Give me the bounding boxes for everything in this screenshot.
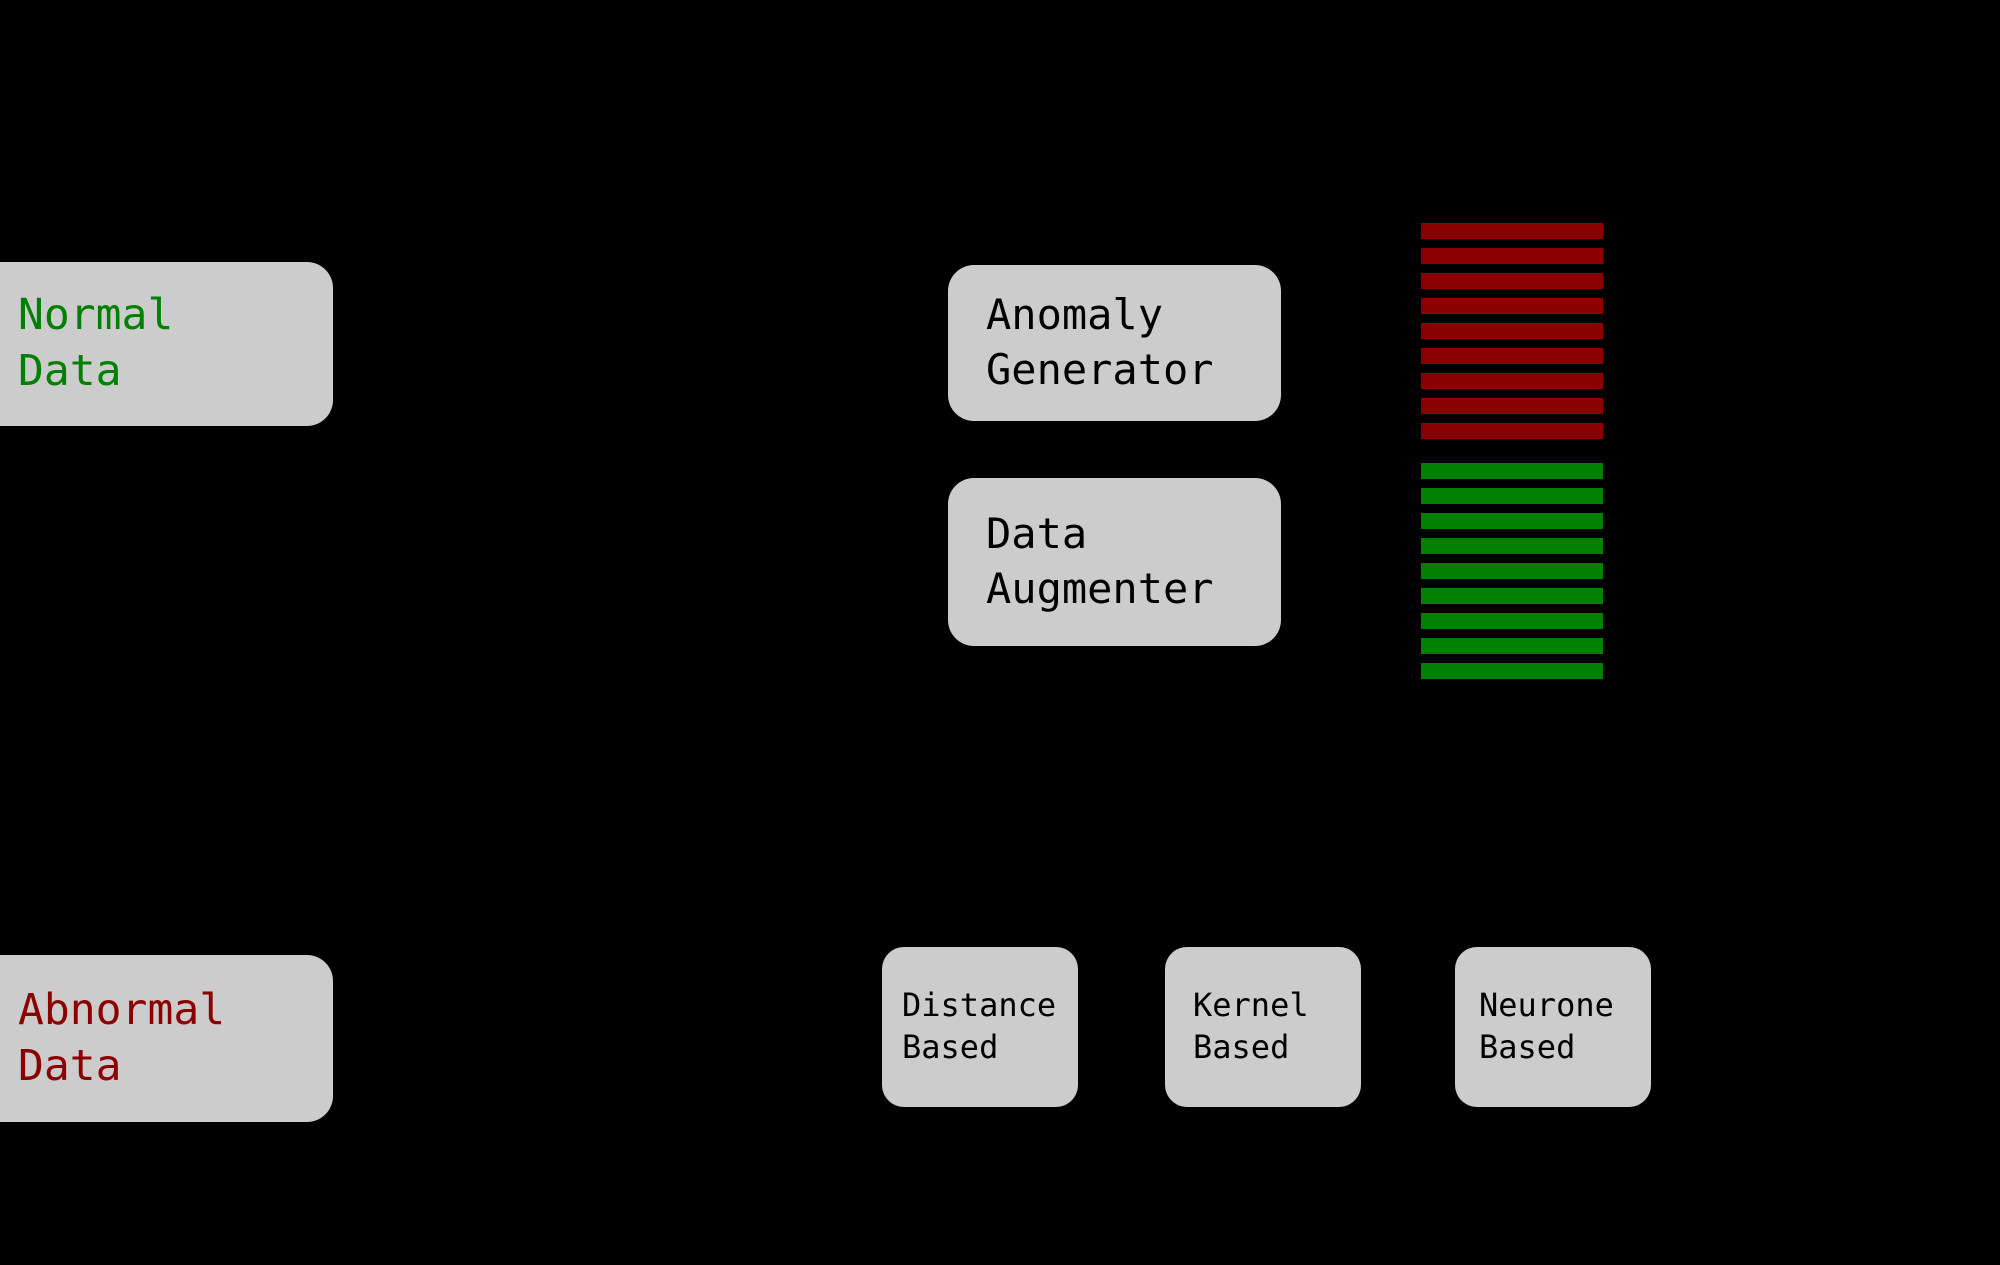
node-abnormal-data-line2: Data [18, 1040, 122, 1091]
node-kernel-based-line2: Based [1193, 1028, 1290, 1066]
node-distance-based-line1: Distance [902, 986, 1057, 1025]
abnormal-sample-stripe [1421, 398, 1603, 414]
normal-sample-stripe [1421, 488, 1603, 504]
node-neurone-based[interactable]: Neurone Based [1455, 947, 1651, 1107]
node-kernel-based-line1: Kernel [1193, 986, 1309, 1025]
normal-sample-stripe [1421, 663, 1603, 679]
abnormal-sample-stripe [1421, 273, 1603, 289]
normal-sample-stripe [1421, 613, 1603, 629]
abnormal-sample-stripe [1421, 223, 1603, 239]
node-anomaly-generator-line1: Anomaly [986, 290, 1164, 340]
node-normal-data[interactable]: Normal Data [0, 262, 333, 426]
node-neurone-based-line2: Based [1479, 1028, 1576, 1066]
abnormal-sample-stripe [1421, 348, 1603, 364]
normal-sample-stripe [1421, 513, 1603, 529]
node-anomaly-generator[interactable]: Anomaly Generator [948, 265, 1281, 421]
node-normal-data-line2: Data [18, 346, 122, 396]
abnormal-sample-stripe [1421, 298, 1603, 314]
node-distance-based[interactable]: Distance Based [882, 947, 1078, 1107]
abnormal-sample-stripe [1421, 323, 1603, 339]
node-data-augmenter-line2: Augmenter [986, 564, 1214, 613]
normal-sample-stripe [1421, 538, 1603, 554]
sample-stripe-stack [1421, 223, 1603, 679]
node-data-augmenter-line1: Data [986, 509, 1088, 559]
normal-sample-stripe [1421, 463, 1603, 479]
node-normal-data-line1: Normal [18, 290, 174, 341]
abnormal-sample-stripe [1421, 373, 1603, 389]
abnormal-sample-stripe [1421, 423, 1603, 439]
node-anomaly-generator-line2: Generator [986, 345, 1214, 394]
normal-sample-stripe [1421, 563, 1603, 579]
node-neurone-based-line1: Neurone [1479, 986, 1614, 1025]
node-distance-based-line2: Based [902, 1028, 999, 1066]
node-abnormal-data-line1: Abnormal [18, 984, 226, 1035]
node-abnormal-data[interactable]: Abnormal Data [0, 955, 333, 1122]
abnormal-sample-stripe [1421, 248, 1603, 264]
normal-sample-stripe [1421, 588, 1603, 604]
node-data-augmenter[interactable]: Data Augmenter [948, 478, 1281, 646]
normal-sample-stripe [1421, 638, 1603, 654]
node-kernel-based[interactable]: Kernel Based [1165, 947, 1361, 1107]
